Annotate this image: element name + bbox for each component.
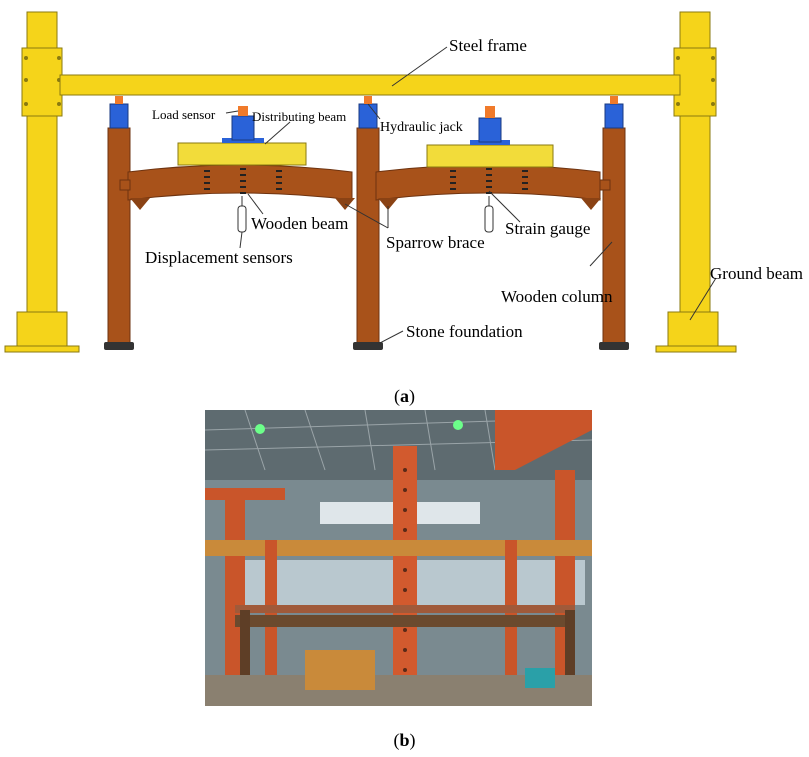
label-distributing-beam: Distributing beam: [252, 109, 346, 124]
left-steel-column: [4, 11, 80, 353]
caption-b: (b): [393, 730, 416, 750]
test-setup-diagram: Steel frame Load sensor Distributing bea…: [4, 11, 803, 353]
right-steel-column: [655, 11, 737, 353]
test-setup-photo: [205, 410, 592, 706]
label-displacement-sensors: Displacement sensors: [145, 248, 293, 267]
leader-lines: [225, 46, 717, 345]
caption-a: (a): [394, 386, 415, 406]
displacement-sensors: [237, 196, 494, 233]
distributing-beam-right: [426, 106, 554, 168]
label-sparrow-brace: Sparrow brace: [386, 233, 485, 252]
distributing-beam-left: [177, 106, 307, 166]
label-wooden-beam: Wooden beam: [251, 214, 348, 233]
label-load-sensor: Load sensor: [152, 107, 216, 122]
label-strain-gauge: Strain gauge: [505, 219, 590, 238]
label-stone-foundation: Stone foundation: [406, 322, 523, 341]
label-steel-frame: Steel frame: [449, 36, 527, 55]
label-wooden-column: Wooden column: [501, 287, 613, 306]
stone-foundations: [104, 342, 629, 350]
label-hydraulic-jack: Hydraulic jack: [380, 120, 463, 135]
steel-frame-beam: [59, 74, 681, 96]
wooden-beams: [119, 164, 611, 201]
strain-gauges: [204, 168, 528, 194]
label-ground-beam: Ground beam: [710, 264, 803, 283]
